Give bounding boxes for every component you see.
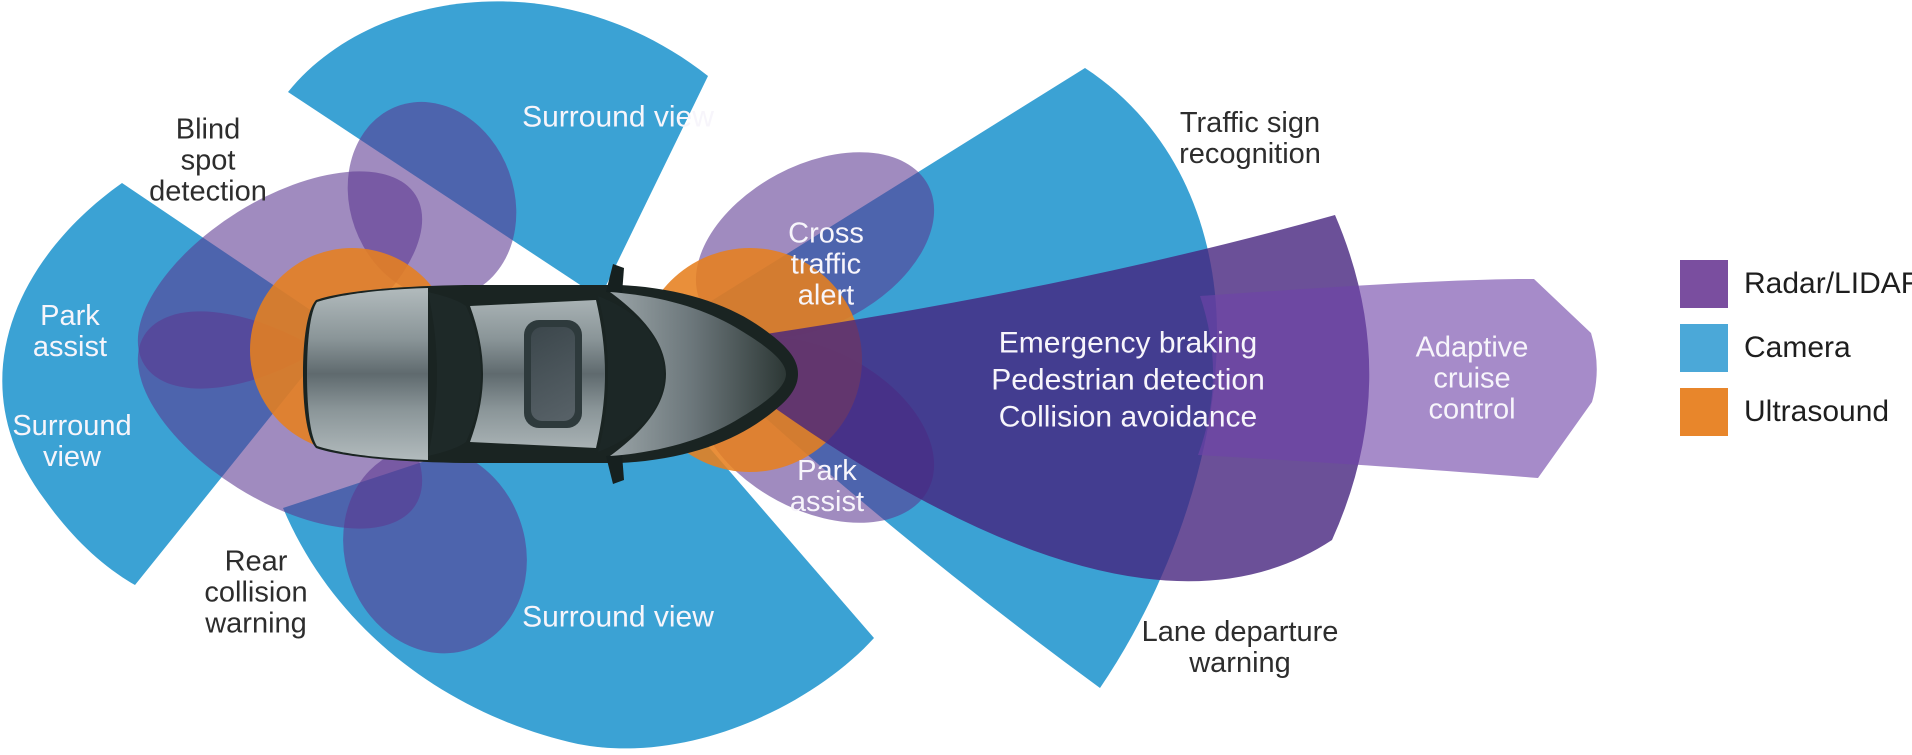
legend-label-ultrasound: Ultrasound	[1744, 395, 1890, 428]
car-top-view	[303, 264, 798, 484]
radar-wedge-adaptive-cruise	[1198, 279, 1597, 478]
car-mirror-bottom	[606, 454, 624, 484]
car-sunroof-glass	[531, 327, 575, 421]
radar-lobe-rearwarning-bottom	[343, 446, 527, 654]
car-trunk-panel	[307, 288, 428, 460]
legend-row-ultrasound: Ultrasound	[1680, 388, 1912, 436]
legend-row-camera: Camera	[1680, 324, 1912, 372]
radar-lidar-swatch-icon	[1680, 260, 1728, 308]
legend-label-radar-lidar: Radar/LIDAR	[1744, 267, 1912, 300]
car-rear-window	[428, 292, 481, 456]
legend-row-radar-lidar: Radar/LIDAR	[1680, 260, 1912, 308]
ultrasound-swatch-icon	[1680, 388, 1728, 436]
car-hood	[610, 292, 786, 456]
camera-swatch-icon	[1680, 324, 1728, 372]
car-mirror-top	[606, 264, 624, 294]
car-windshield	[598, 296, 664, 452]
legend-label-camera: Camera	[1744, 331, 1851, 364]
radar-wedge-forward	[690, 215, 1370, 582]
sensor-legend: Radar/LIDAR Camera Ultrasound	[1680, 260, 1912, 452]
radar-lobe-blindspot-top	[347, 101, 517, 299]
